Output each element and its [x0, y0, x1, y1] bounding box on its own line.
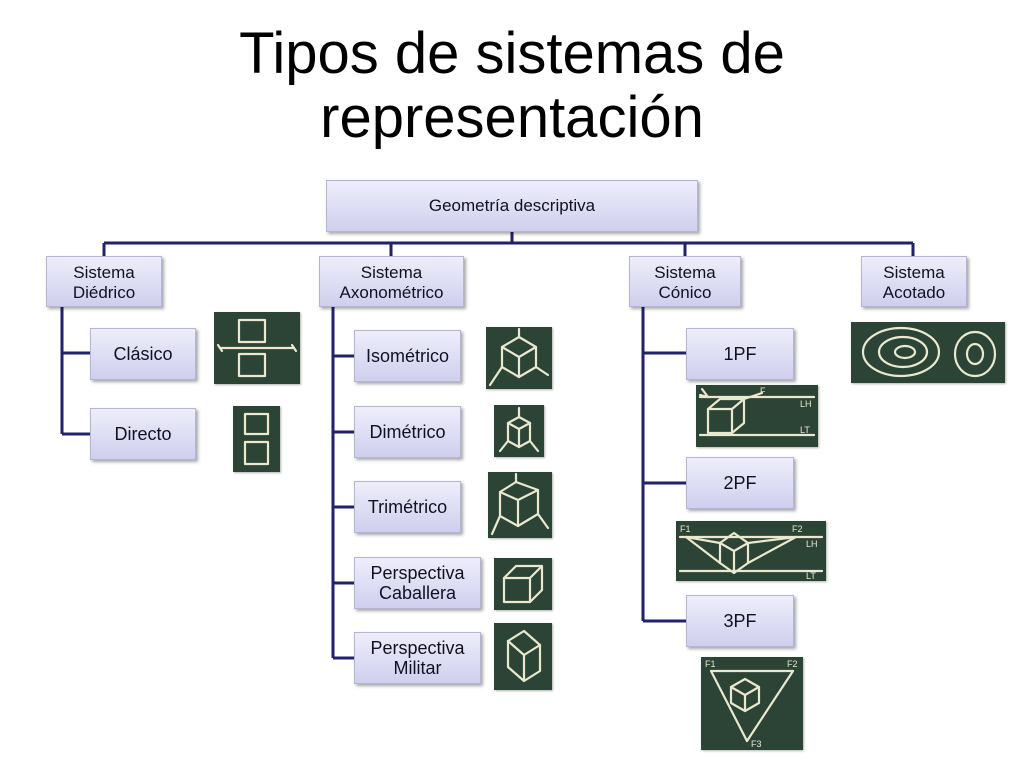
svg-text:F2: F2 [787, 659, 798, 669]
slide-title: Tipos de sistemas de representación [0, 22, 1024, 150]
subtype-trimetrico-node: Trimétrico [354, 481, 461, 533]
svg-text:LT: LT [806, 571, 816, 581]
title-line-2: representación [320, 85, 704, 150]
subtype-clasico-node: Clásico [90, 328, 196, 380]
subtype-isometrico-node: Isométrico [354, 330, 461, 382]
isometric-cube-sketch-icon [486, 327, 552, 389]
three-point-perspective-sketch-icon: F1 F2 F3 [701, 657, 803, 750]
svg-text:LH: LH [800, 399, 812, 409]
subtype-dimetrico-node: Dimétrico [354, 406, 461, 458]
subtype-2pf-node: 2PF [686, 457, 794, 509]
svg-text:F1: F1 [680, 524, 691, 534]
diedrico-clasico-sketch-icon [214, 312, 300, 384]
two-point-perspective-sketch-icon: F1 F2 LH LT [676, 521, 826, 581]
svg-text:F1: F1 [705, 659, 716, 669]
title-line-1: Tipos de sistemas de [239, 21, 785, 86]
subtype-1pf-node: 1PF [686, 328, 794, 380]
cavalier-cube-sketch-icon [494, 558, 552, 610]
svg-text:LT: LT [800, 425, 810, 435]
svg-text:F: F [760, 386, 766, 396]
trimetric-cube-sketch-icon [488, 472, 552, 538]
dimetric-cube-sketch-icon [494, 405, 544, 457]
diedrico-directo-sketch-icon [233, 406, 280, 472]
subtype-militar-node: Perspectiva Militar [354, 632, 481, 684]
system-diedrico-node: Sistema Diédrico [46, 256, 162, 307]
one-point-perspective-sketch-icon: F LH LT [696, 385, 818, 447]
svg-text:F2: F2 [792, 524, 803, 534]
svg-text:LH: LH [806, 539, 818, 549]
subtype-caballera-node: Perspectiva Caballera [354, 557, 481, 609]
root-node: Geometría descriptiva [326, 180, 698, 232]
svg-text:F3: F3 [751, 739, 762, 749]
system-conico-node: Sistema Cónico [629, 256, 741, 307]
subtype-3pf-node: 3PF [686, 595, 794, 647]
military-cube-sketch-icon [494, 623, 552, 690]
system-acotado-node: Sistema Acotado [861, 256, 967, 307]
system-axonometrico-node: Sistema Axonométrico [319, 256, 464, 307]
subtype-directo-node: Directo [90, 408, 196, 460]
contour-lines-sketch-icon [851, 322, 1005, 383]
